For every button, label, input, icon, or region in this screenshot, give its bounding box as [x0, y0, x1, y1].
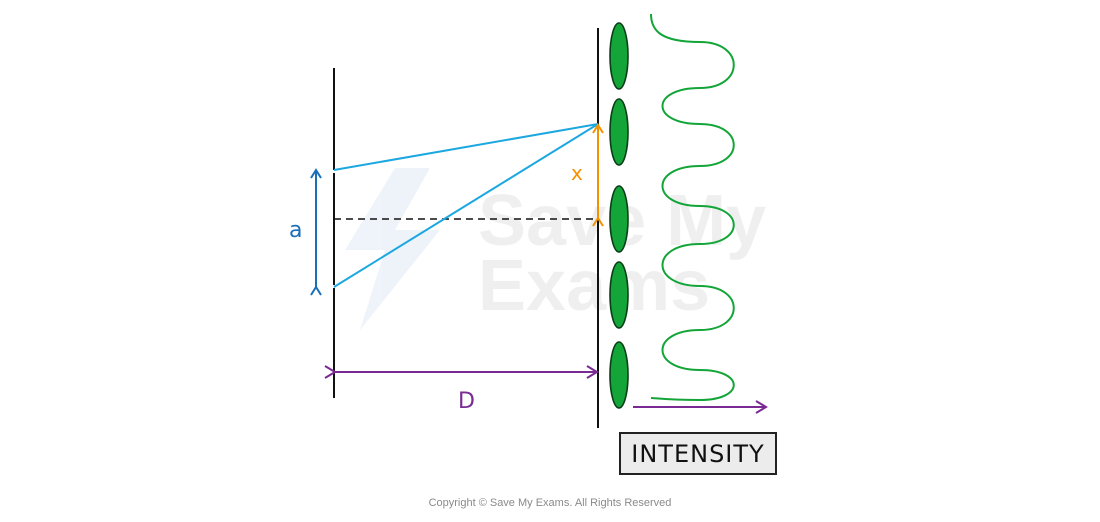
watermark-line-2: Exams	[478, 246, 710, 326]
screen-distance-label: D	[458, 389, 475, 414]
fringe	[609, 185, 629, 253]
fringe-distance-label: x	[571, 161, 583, 185]
intensity-label-box: INTENSITY	[619, 432, 777, 475]
fringe	[609, 22, 629, 90]
watermark-bolt-icon	[345, 168, 440, 330]
watermark: Save My Exams	[345, 168, 766, 330]
light-path-lower	[333, 123, 599, 288]
fringe	[609, 261, 629, 329]
intensity-curve	[650, 13, 735, 402]
intensity-label: INTENSITY	[631, 439, 765, 468]
copyright-footer: Copyright © Save My Exams. All Rights Re…	[428, 497, 672, 509]
light-path-upper	[333, 123, 599, 171]
fringe	[609, 341, 629, 409]
fringe	[609, 98, 629, 166]
slit-separation-label: a	[289, 218, 302, 243]
